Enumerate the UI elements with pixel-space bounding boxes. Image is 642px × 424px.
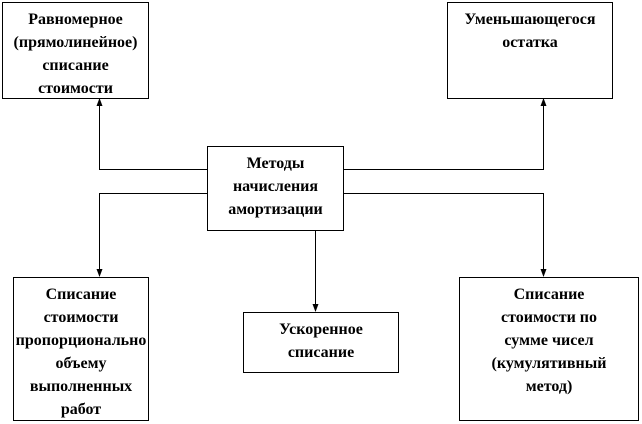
box-text: объему xyxy=(55,355,107,372)
box-text: (кумулятивный xyxy=(491,355,607,372)
box-text: метод) xyxy=(525,378,573,395)
box-text: Ускоренное xyxy=(279,321,363,338)
box-text: Методы начисления xyxy=(232,155,319,195)
box-text: списание xyxy=(287,344,355,361)
arrow-to-sum-of-years-digits xyxy=(343,193,547,277)
box-text: амортизации xyxy=(228,201,323,218)
box-text: выполненных xyxy=(29,378,133,395)
box-text: Списание xyxy=(513,286,585,303)
box-text: пропорционально xyxy=(15,332,147,349)
arrow-to-units-of-production xyxy=(96,193,207,277)
box-declining-balance: Уменьшающегося остатка xyxy=(447,2,613,99)
box-text: стоимости по xyxy=(500,309,598,326)
box-text: стоимости xyxy=(38,80,113,97)
arrow-to-straight-line xyxy=(96,98,207,170)
box-straight-line: Равномерное (прямолинейное) списание сто… xyxy=(2,2,149,99)
box-text: остатка xyxy=(502,34,558,51)
box-text: списание xyxy=(42,57,109,74)
box-text: Равномерное xyxy=(28,11,123,28)
box-text: (прямолинейное) xyxy=(13,34,138,51)
box-units-of-production: Списание стоимости пропорционально объем… xyxy=(13,277,149,421)
box-accelerated: Ускоренное списание xyxy=(243,312,399,373)
box-text: стоимости xyxy=(43,309,119,326)
box-text: Списание xyxy=(45,286,117,303)
box-text: сумме чисел xyxy=(504,332,594,349)
arrow-to-declining-balance xyxy=(343,98,547,170)
box-text: работ xyxy=(60,401,102,418)
box-center-title: Методы начисления амортизации xyxy=(207,146,344,231)
box-text: Уменьшающегося xyxy=(464,11,596,28)
box-sum-of-years-digits: Списание стоимости по сумме чисел (кумул… xyxy=(459,277,639,421)
